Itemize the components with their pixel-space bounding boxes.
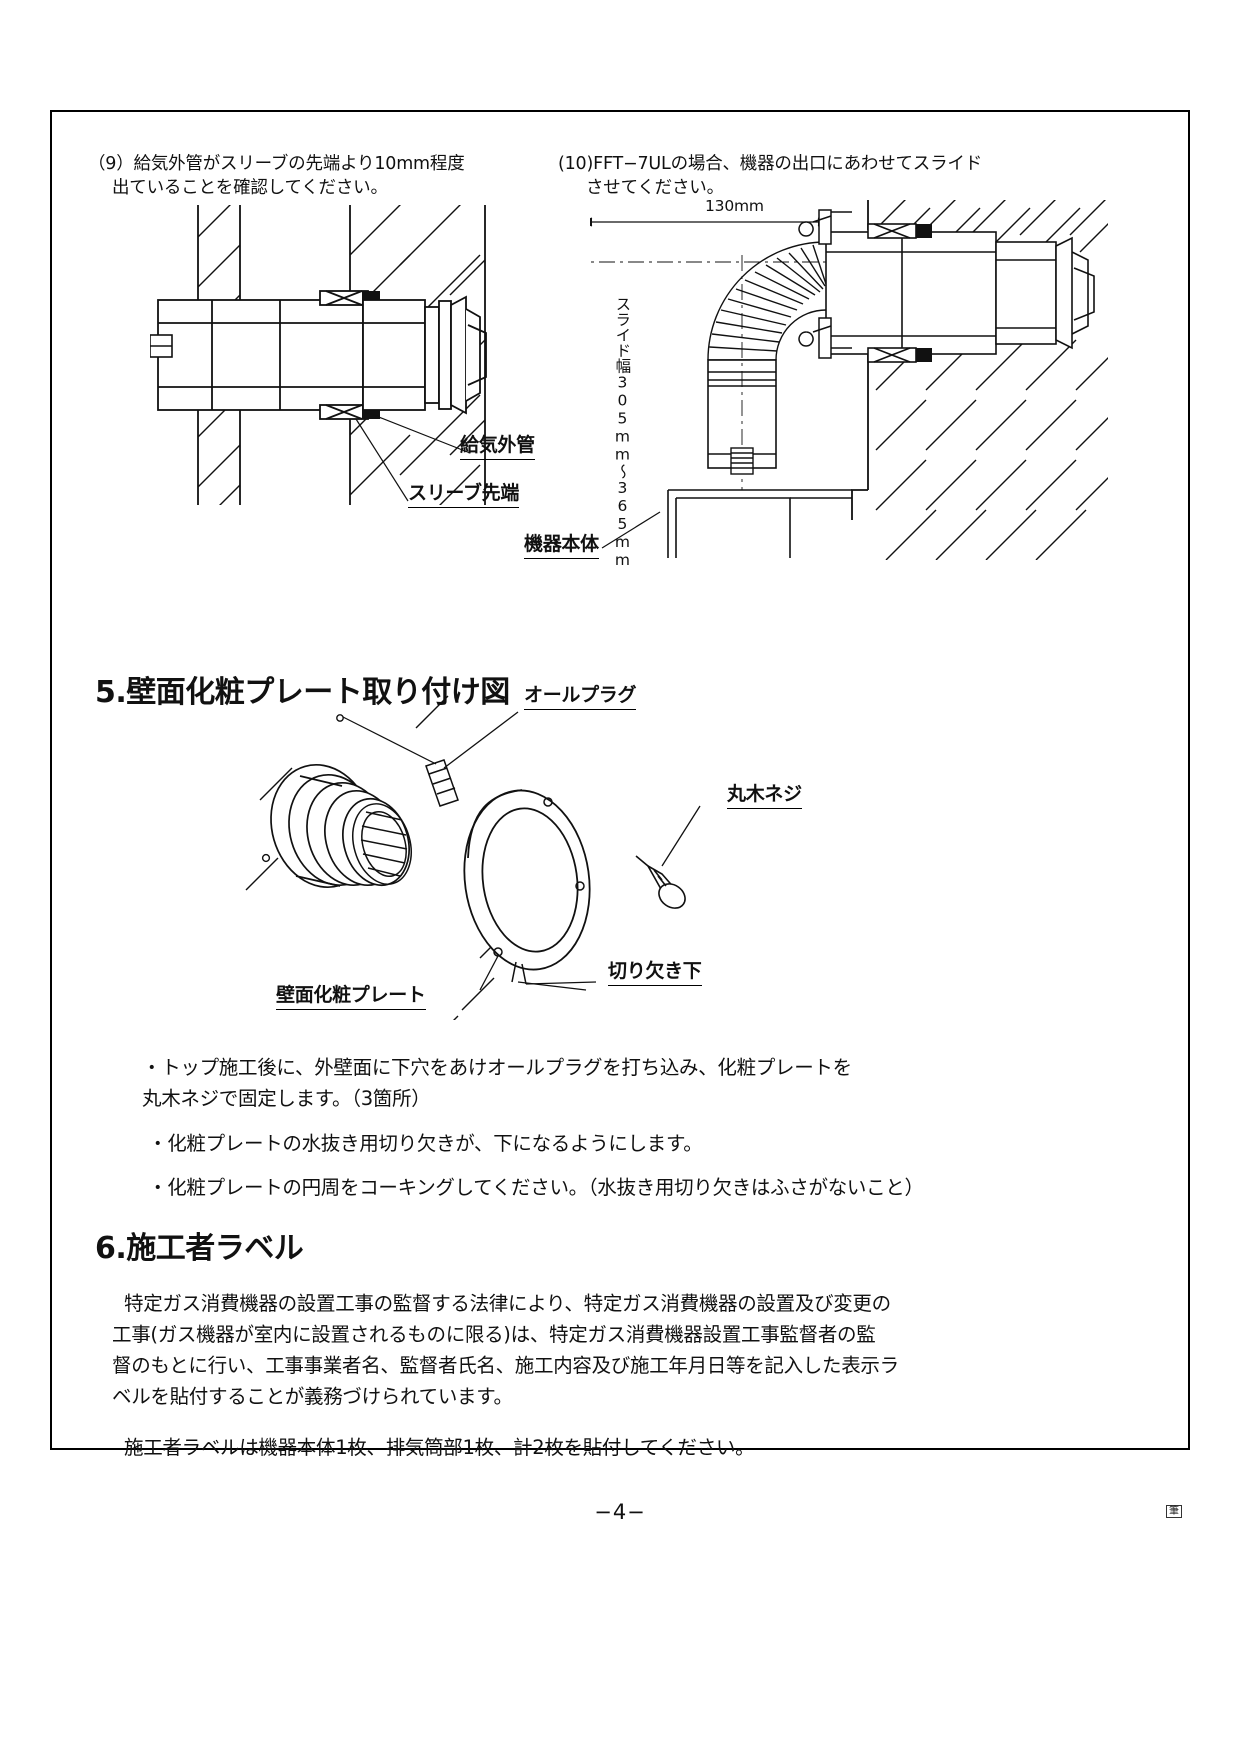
fig9-caption-line2: 出ていることを確認してください。 bbox=[112, 178, 388, 198]
fig10-dimension-vertical: スライド幅305mm〜365mm bbox=[613, 296, 632, 569]
label-round-wood-screw: 丸木ネジ bbox=[727, 781, 802, 810]
section5-bullet-2-line1: ・化粧プレートの水抜き用切り欠きが、下になるようにします。 bbox=[148, 1132, 703, 1155]
section5-diagram bbox=[230, 690, 930, 1020]
label-wall-trim-plate: 壁面化粧プレート bbox=[276, 982, 426, 1011]
fig9-caption-line1: （9）給気外管がスリーブの先端より10mm程度 bbox=[88, 154, 465, 174]
corner-mark: 筆 bbox=[1166, 1505, 1182, 1518]
label-all-plug: オールプラグ bbox=[524, 682, 637, 711]
label-notch-bottom: 切り欠き下 bbox=[608, 958, 702, 987]
section6-paragraph2-line1: 施工者ラベルは機器本体1枚、排気筒部1枚、計2枚を貼付してください。 bbox=[124, 1436, 755, 1459]
section6-paragraph1-line4: ベルを貼付することが義務づけられています。 bbox=[112, 1385, 513, 1408]
section6-paragraph1-line1: 特定ガス消費機器の設置工事の監督する法律により、特定ガス消費機器の設置及び変更の bbox=[124, 1292, 891, 1315]
section6-paragraph1-line3: 督のもとに行い、工事事業者名、監督者氏名、施工内容及び施工年月日等を記入した表示… bbox=[112, 1354, 899, 1377]
section5-bullet-1-line2: 丸木ネジで固定します。（3箇所） bbox=[142, 1087, 431, 1110]
section5-heading: 5.壁面化粧プレート取り付け図 bbox=[95, 675, 510, 710]
page-number: −4− bbox=[594, 1500, 646, 1524]
fig10-diagram bbox=[590, 200, 1110, 560]
fig10-caption-line2: させてください。 bbox=[586, 178, 724, 198]
fig10-dimension-horizontal: 130mm bbox=[705, 197, 764, 215]
page-frame bbox=[50, 110, 1190, 1450]
section5-bullet-1-line1: ・トップ施工後に、外壁面に下穴をあけオールプラグを打ち込み、化粧プレートを bbox=[142, 1056, 852, 1079]
fig10-label-appliance-body: 機器本体 bbox=[524, 531, 599, 560]
fig9-label-intake-outer-pipe: 給気外管 bbox=[460, 432, 535, 461]
fig10-caption-line1: (10)FFT−7ULの場合、機器の出口にあわせてスライド bbox=[558, 154, 982, 174]
section6-paragraph1-line2: 工事(ガス機器が室内に設置されるものに限る)は、特定ガス消費機器設置工事監督者の… bbox=[112, 1323, 876, 1346]
section5-bullet-3-line1: ・化粧プレートの円周をコーキングしてください。（水抜き用切り欠きはふさがないこと… bbox=[148, 1176, 924, 1199]
section6-heading: 6.施工者ラベル bbox=[95, 1231, 304, 1266]
fig9-diagram bbox=[150, 205, 570, 515]
fig9-label-sleeve-tip: スリーブ先端 bbox=[408, 480, 519, 509]
